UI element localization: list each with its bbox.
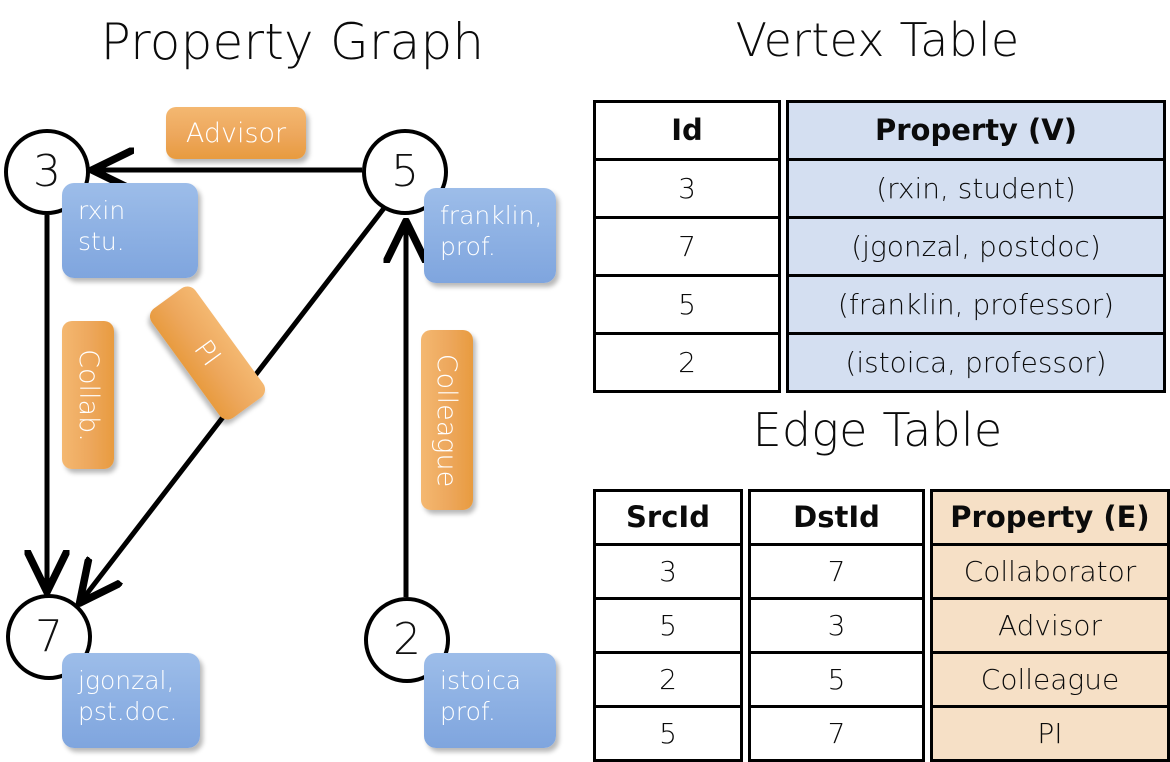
vertex-table-cell-id: 3 [596, 161, 778, 219]
vertex-table-header-property: Property (V) [789, 103, 1163, 161]
edge-table-cell-srcid: 2 [596, 654, 740, 708]
edge-label-advisor: Advisor [166, 107, 306, 159]
edge-label-collab: Collab. [62, 321, 114, 469]
vertex-table-cell-id: 2 [596, 335, 778, 393]
edge-table-cell-dstid: 7 [751, 546, 922, 600]
edge-table-cell-dstid: 3 [751, 600, 922, 654]
vertex-property-box-7: jgonzal, pst.doc. [62, 653, 200, 748]
edge-table-cell-srcid: 3 [596, 546, 740, 600]
edge-table-column-dstid: DstId 7 3 5 7 [748, 489, 925, 762]
edge-label-advisor-text: Advisor [185, 117, 287, 149]
edge-table: SrcId 3 5 2 5 DstId 7 3 5 7 Property (E)… [593, 489, 1170, 762]
page-title-vertex-table: Vertex Table [735, 13, 1020, 67]
vertex-table-header-id: Id [596, 103, 778, 161]
vertex-table-cell-property: (jgonzal, postdoc) [789, 219, 1163, 277]
vertex-table-cell-id: 5 [596, 277, 778, 335]
edge-table-column-property: Property (E) Collaborator Advisor Collea… [930, 489, 1170, 762]
edge-table-header-dstid: DstId [751, 492, 922, 546]
edge-table-header-property: Property (E) [933, 492, 1167, 546]
vertex-table: Id 3 7 5 2 Property (V) (rxin, student) … [593, 100, 1166, 393]
vertex-property-box-3: rxin stu. [62, 183, 198, 278]
property-graph-panel: 3 5 7 2 rxin stu. franklin, prof. jgonza… [0, 0, 585, 760]
vertex-property-box-2: istoica prof. [424, 653, 556, 748]
edge-table-cell-dstid: 5 [751, 654, 922, 708]
vertex-table-column-property: Property (V) (rxin, student) (jgonzal, p… [786, 100, 1166, 393]
edge-table-cell-dstid: 7 [751, 708, 922, 762]
vertex-table-cell-property: (istoica, professor) [789, 335, 1163, 393]
edge-table-cell-srcid: 5 [596, 600, 740, 654]
page-title-edge-table: Edge Table [752, 403, 1003, 457]
edge-table-cell-property: PI [933, 708, 1167, 762]
vertex-table-cell-id: 7 [596, 219, 778, 277]
edge-table-cell-property: Advisor [933, 600, 1167, 654]
edge-table-cell-property: Colleague [933, 654, 1167, 708]
graph-node-2[interactable]: 2 [364, 597, 450, 683]
page-title-property-graph: Property Graph [100, 13, 485, 71]
vertex-table-column-id: Id 3 7 5 2 [593, 100, 781, 393]
edge-label-colleague-text: Colleague [431, 353, 463, 487]
edge-label-pi-text: PI [187, 334, 228, 372]
vertex-property-box-5: franklin, prof. [424, 188, 556, 283]
edge-table-header-srcid: SrcId [596, 492, 740, 546]
edge-label-collab-text: Collab. [72, 348, 104, 442]
vertex-table-cell-property: (rxin, student) [789, 161, 1163, 219]
graph-node-5[interactable]: 5 [362, 129, 448, 215]
vertex-table-cell-property: (franklin, professor) [789, 277, 1163, 335]
edge-label-colleague: Colleague [421, 330, 473, 510]
edge-table-column-srcid: SrcId 3 5 2 5 [593, 489, 743, 762]
edge-table-cell-property: Collaborator [933, 546, 1167, 600]
edge-table-cell-srcid: 5 [596, 708, 740, 762]
